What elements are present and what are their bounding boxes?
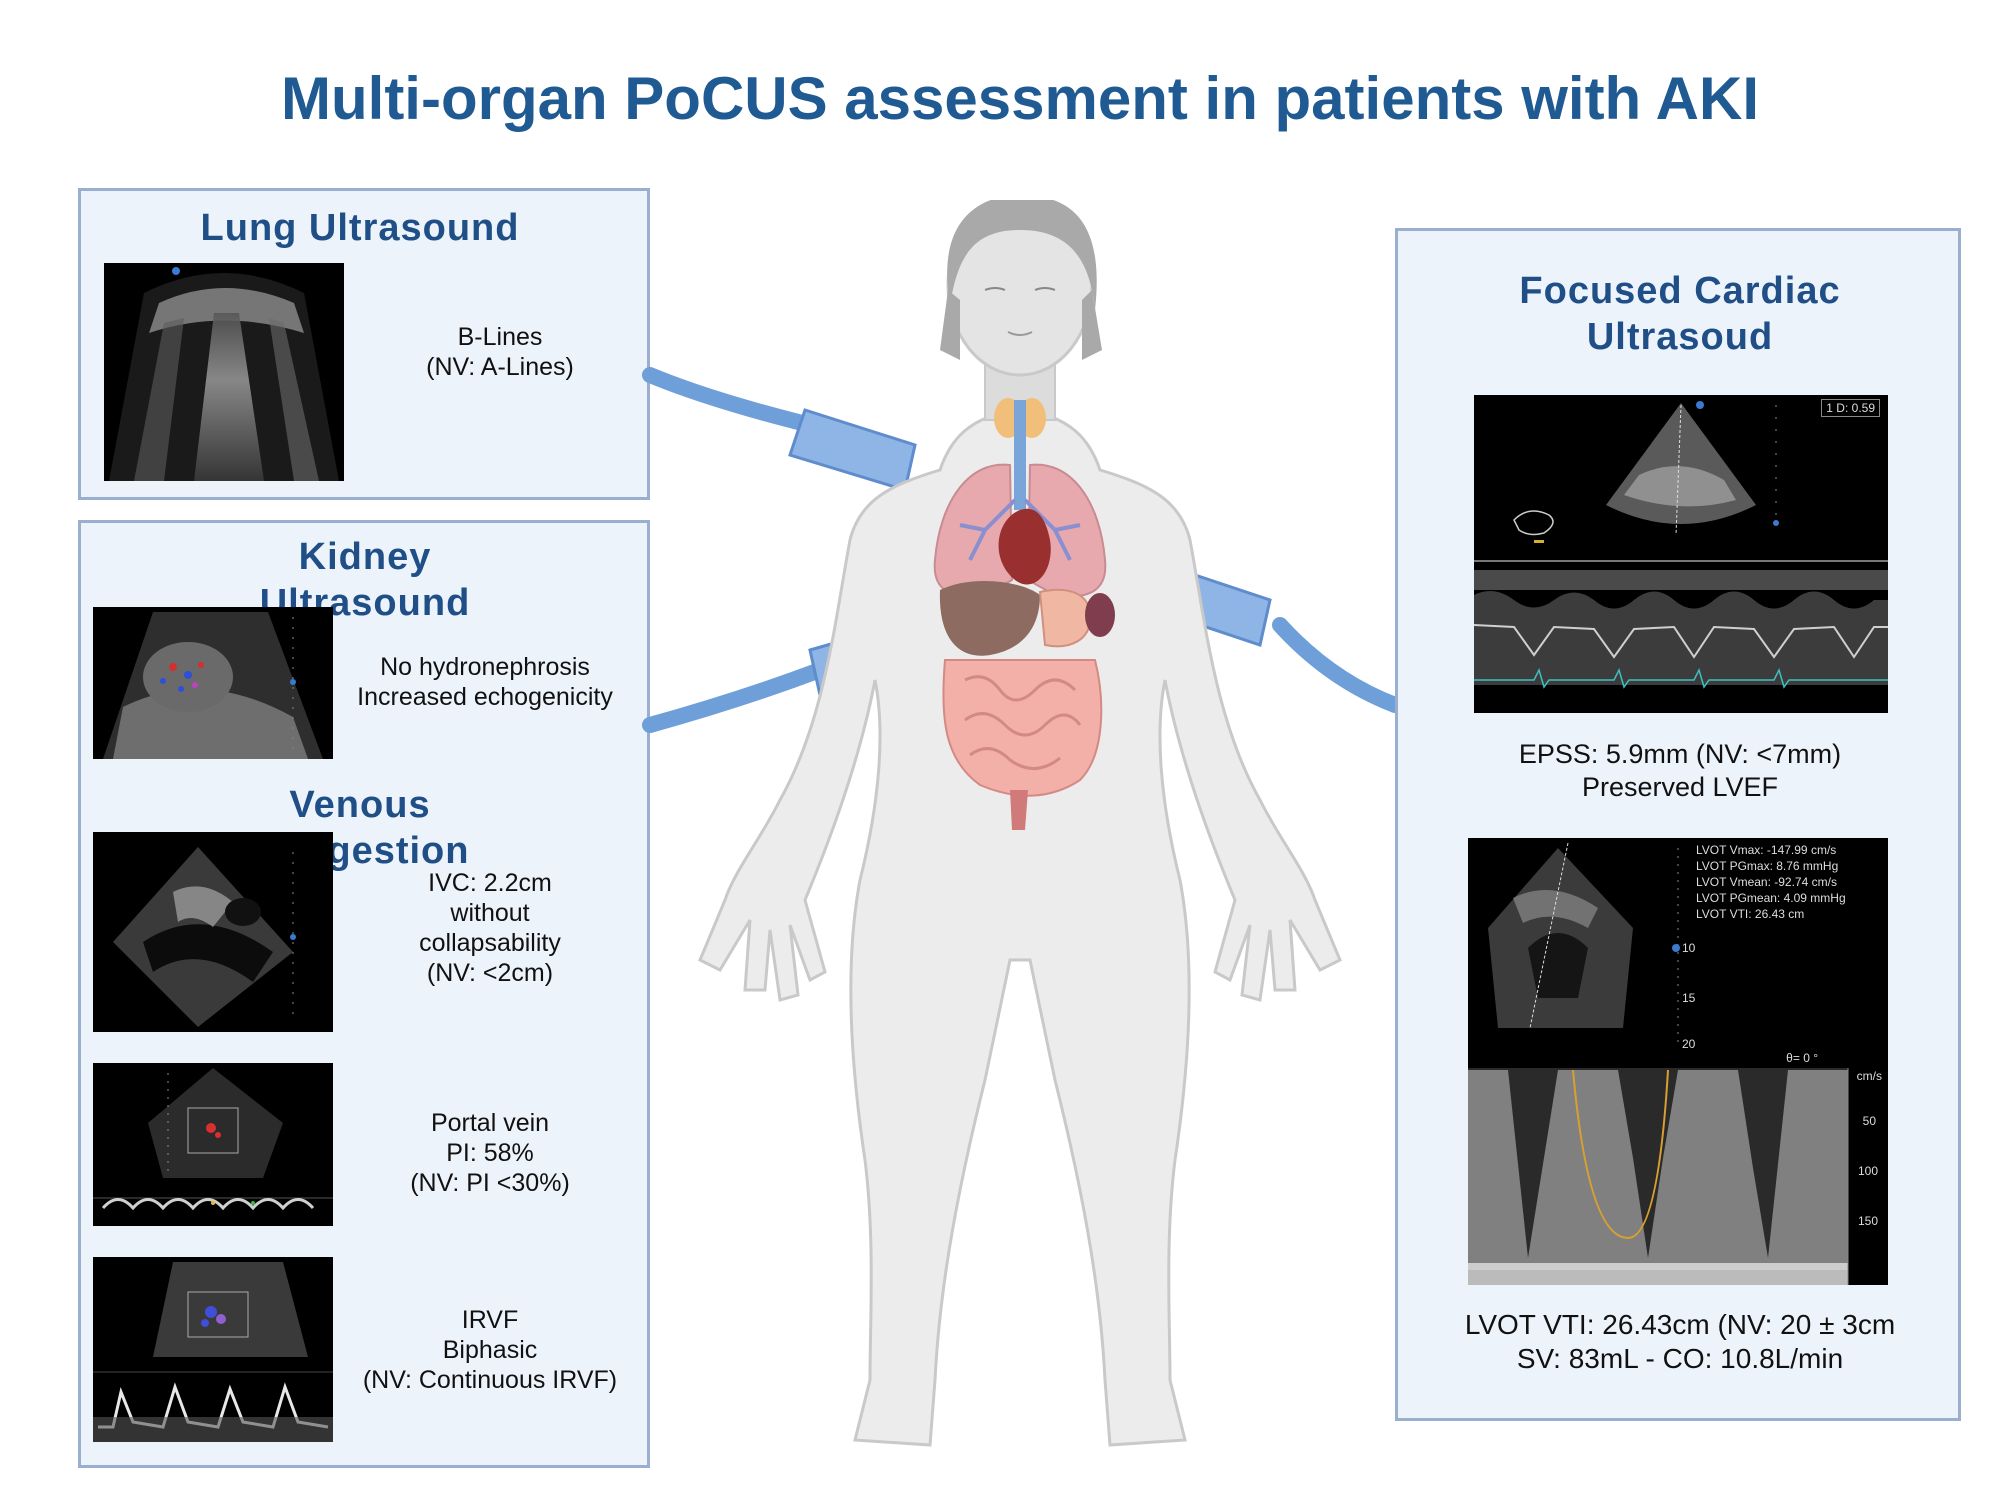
- depth-tick-15: 15: [1682, 991, 1696, 1005]
- cardiac-title-line1: Focused Cardiac: [1519, 270, 1841, 312]
- ivc-line2: without: [450, 899, 530, 927]
- kidney-caption-line2: Increased echogenicity: [357, 683, 613, 711]
- portal-vein-caption: Portal vein PI: 58% (NV: PI <30%): [375, 1108, 605, 1198]
- lvot-doppler-image: LVOT Vmax: -147.99 cm/s LVOT PGmax: 8.76…: [1468, 838, 1888, 1285]
- lung-caption-line2: (NV: A-Lines): [426, 353, 574, 381]
- vti-line1: LVOT VTI: 26.43cm (NV: 20 ± 3cm: [1464, 1309, 1896, 1340]
- lvot-readout-vmean: LVOT Vmean: -92.74 cm/s: [1696, 875, 1837, 889]
- irvf-ultrasound-image: [93, 1257, 333, 1442]
- ivc-line4: (NV: <2cm): [426, 959, 554, 987]
- lvot-readout-vmax: LVOT Vmax: -147.99 cm/s: [1696, 843, 1837, 857]
- page-title: Multi-organ PoCUS assessment in patients…: [281, 65, 1759, 132]
- human-body-icon: [640, 200, 1400, 1480]
- ivc-ultrasound-image: [93, 832, 333, 1032]
- cardiac-panel-title: Focused Cardiac Ultrasoud: [1470, 268, 1890, 360]
- epss-caption: EPSS: 5.9mm (NV: <7mm) Preserved LVEF: [1420, 738, 1940, 804]
- angle-label: θ= 0 °: [1786, 1051, 1818, 1065]
- ivc-line1: IVC: 2.2cm: [428, 869, 552, 897]
- lung-panel-title: Lung Ultrasound: [200, 207, 520, 249]
- kidney-caption-line1: No hydronephrosis: [380, 653, 590, 681]
- ivc-caption: IVC: 2.2cm without collapsability (NV: <…: [375, 868, 605, 988]
- vti-line2: SV: 83mL - CO: 10.8L/min: [1516, 1343, 1844, 1374]
- kidney-ultrasound-image: [93, 607, 333, 759]
- venous-title-line1: Venous: [289, 784, 431, 826]
- doppler-unit: cm/s: [1856, 1069, 1882, 1083]
- ivc-line3: collapsability: [419, 929, 561, 957]
- lvot-readout-pgmean: LVOT PGmean: 4.09 mmHg: [1696, 891, 1846, 905]
- lung-ultrasound-image: [104, 263, 344, 481]
- kidney-caption: No hydronephrosis Increased echogenicity: [345, 652, 625, 712]
- epss-line1: EPSS: 5.9mm (NV: <7mm): [1518, 739, 1842, 769]
- portal-vein-ultrasound-image: [93, 1063, 333, 1226]
- lvot-readout-vti: LVOT VTI: 26.43 cm: [1696, 907, 1805, 921]
- lvot-readout-pgmax: LVOT PGmax: 8.76 mmHg: [1696, 859, 1839, 873]
- lvot-readout: LVOT Vmax: -147.99 cm/s LVOT PGmax: 8.76…: [1696, 842, 1846, 922]
- irvf-caption: IRVF Biphasic (NV: Continuous IRVF): [350, 1305, 630, 1395]
- lung-caption-line1: B-Lines: [457, 323, 543, 351]
- portal-line1: Portal vein: [430, 1109, 550, 1137]
- lung-caption: B-Lines (NV: A-Lines): [380, 322, 620, 382]
- doppler-tick-150: 150: [1857, 1214, 1878, 1228]
- portal-line3: (NV: PI <30%): [410, 1169, 570, 1197]
- irvf-line3: (NV: Continuous IRVF): [362, 1366, 618, 1394]
- cardiac-title-line2: Ultrasoud: [1586, 316, 1774, 358]
- lvot-vti-caption: LVOT VTI: 26.43cm (NV: 20 ± 3cm SV: 83mL…: [1410, 1308, 1950, 1376]
- mmode-echo-image: 1 D: 0.59: [1474, 395, 1888, 713]
- kidney-title-line1: Kidney: [298, 536, 432, 578]
- doppler-tick-50: 50: [1862, 1114, 1876, 1128]
- depth-tick-10: 10: [1682, 941, 1696, 955]
- irvf-line1: IRVF: [461, 1306, 519, 1334]
- doppler-tick-100: 100: [1857, 1164, 1878, 1178]
- irvf-line2: Biphasic: [442, 1336, 538, 1364]
- depth-tick-20: 20: [1682, 1037, 1696, 1051]
- epss-line2: Preserved LVEF: [1581, 772, 1779, 802]
- portal-line2: PI: 58%: [446, 1139, 534, 1167]
- mmode-depth-label: 1 D: 0.59: [1821, 399, 1880, 417]
